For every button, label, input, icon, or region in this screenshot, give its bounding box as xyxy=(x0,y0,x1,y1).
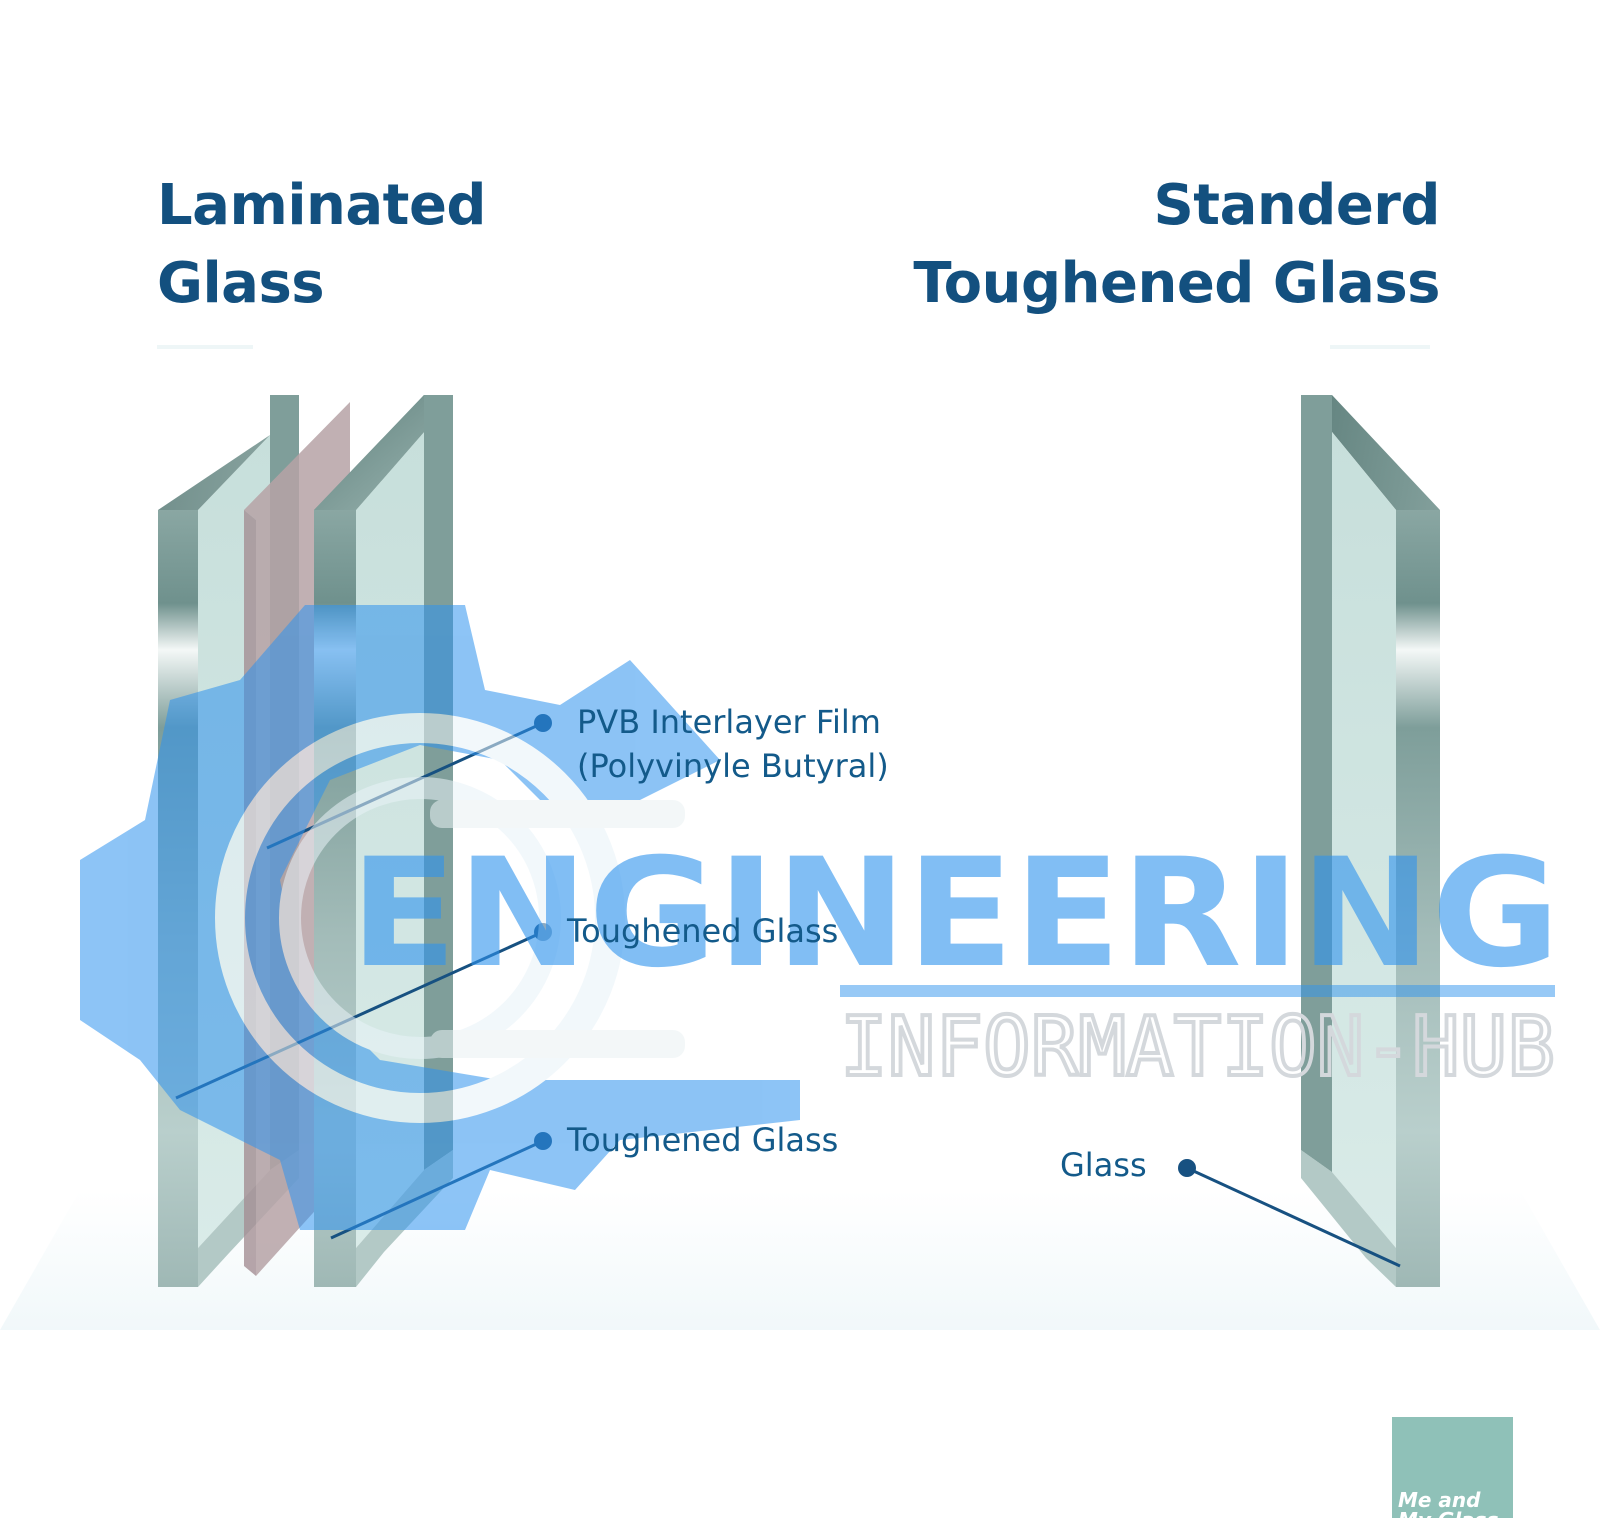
standard-toughened-glass-title: Standerd Toughened Glass xyxy=(913,167,1440,323)
brand-badge-line: My Glass xyxy=(1398,1508,1499,1532)
watermark-word: ENGINEERING xyxy=(350,827,1560,1001)
pvb-interlayer-label: PVB Interlayer Film (Polyvinyle Butyral) xyxy=(577,700,889,788)
toughened-glass-label-2: Toughened Glass xyxy=(567,1121,839,1159)
title-line: Glass xyxy=(157,251,325,316)
title-underline-right xyxy=(1330,345,1430,349)
title-line: Toughened Glass xyxy=(913,251,1440,316)
watermark-gear xyxy=(80,605,800,1230)
title-line: Laminated xyxy=(157,173,487,238)
toughened-glass-label-1: Toughened Glass xyxy=(567,912,839,950)
laminated-glass-title: Laminated Glass xyxy=(157,167,487,323)
brand-badge-line: Me and xyxy=(1398,1488,1481,1512)
title-line: Standerd xyxy=(1153,173,1440,238)
title-underline-left xyxy=(157,345,253,349)
brand-badge: Me and My Glass xyxy=(1392,1417,1513,1531)
watermark-subtitle: INFORMATION-HUB xyxy=(840,1000,1555,1095)
standard-toughened-pane xyxy=(1301,395,1440,1287)
label-line: PVB Interlayer Film xyxy=(577,703,881,741)
leader-glass xyxy=(1186,1166,1401,1268)
label-line: (Polyvinyle Butyral) xyxy=(577,747,889,785)
watermark-dash-bar xyxy=(840,985,1555,997)
glass-label: Glass xyxy=(1060,1146,1147,1184)
leader-glass-dot xyxy=(1178,1159,1196,1177)
